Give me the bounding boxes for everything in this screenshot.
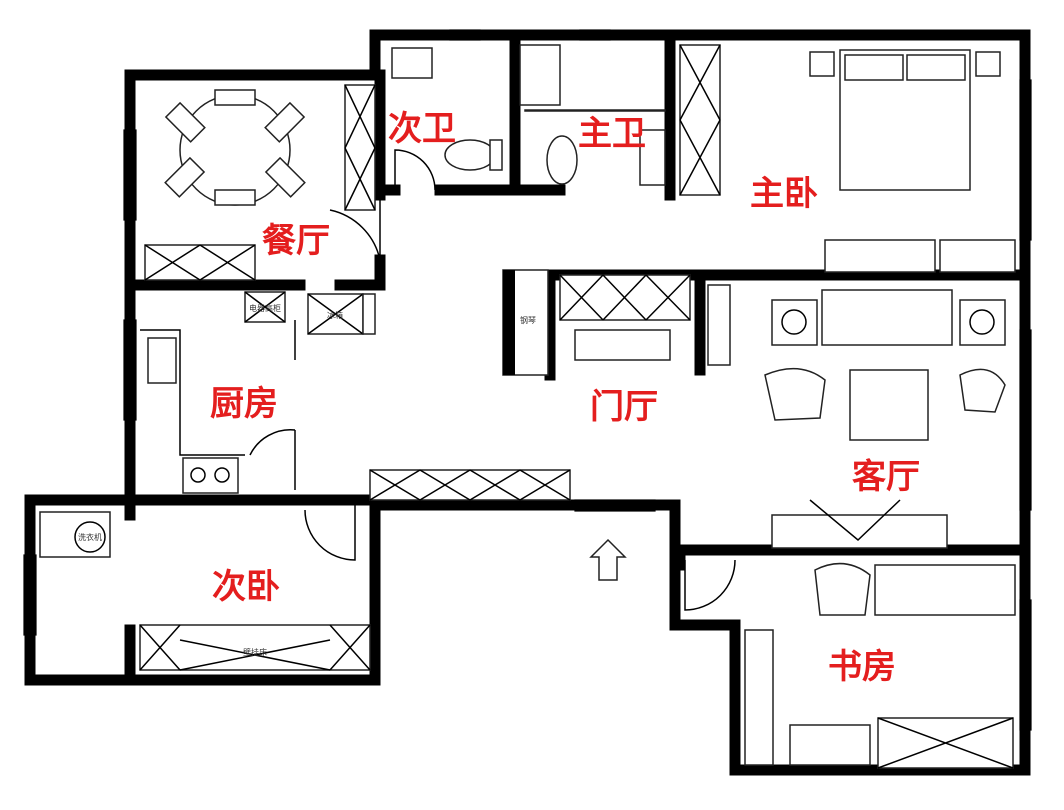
room-label-dining: 餐厅: [262, 221, 330, 261]
dining-cabinets: [144, 84, 376, 281]
wall-bed-label: 壁挂床: [243, 647, 267, 657]
room-label-master-bath: 主卫: [578, 114, 646, 154]
doors: [249, 149, 736, 611]
dining-table: [164, 89, 306, 206]
walls: [24, 29, 1031, 776]
piano-label: 钢琴: [520, 315, 536, 325]
room-label-second-bedroom: 次卧: [212, 567, 280, 607]
guest-bath-fixtures: [391, 47, 503, 171]
room-label-kitchen: 厨房: [210, 384, 278, 424]
master-bath-fixtures: [519, 44, 721, 196]
room-label-study: 书房: [828, 647, 896, 687]
fridge-label: 冰箱: [327, 310, 343, 320]
entrance-arrow-icon: [589, 538, 627, 581]
room-label-master-bedroom: 主卧: [750, 174, 818, 214]
foyer-fixtures: 钢琴: [369, 269, 691, 581]
master-bed: [809, 49, 1016, 273]
room-labels: 餐厅 次卫 主卫 主卧 厨房 门厅 客厅 次卧 书房: [210, 109, 920, 687]
study-furniture: [744, 562, 1016, 769]
kitchen-fixtures: 电器高柜 冰箱: [140, 291, 376, 494]
room-label-foyer: 门厅: [590, 387, 658, 427]
second-bedroom-furniture: 洗衣机 壁挂床: [39, 511, 371, 671]
washer-label: 洗衣机: [78, 532, 102, 542]
appliance-cabinet-label: 电器高柜: [249, 303, 281, 313]
room-label-living-room: 客厅: [852, 457, 920, 497]
room-label-guest-bath: 次卫: [388, 109, 456, 149]
living-furniture: [707, 284, 1006, 549]
